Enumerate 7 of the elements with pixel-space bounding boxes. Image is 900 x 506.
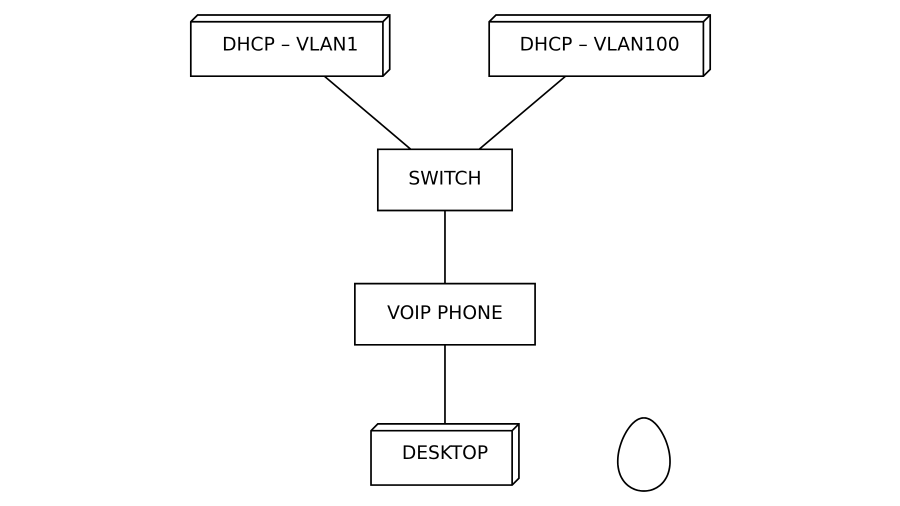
node-person	[616, 417, 670, 492]
node-box: VOIP PHONE	[354, 282, 536, 346]
node-box: SWITCH	[376, 148, 512, 212]
connector	[478, 76, 566, 150]
connector	[444, 344, 446, 424]
connector	[324, 76, 411, 150]
connector	[444, 210, 446, 284]
